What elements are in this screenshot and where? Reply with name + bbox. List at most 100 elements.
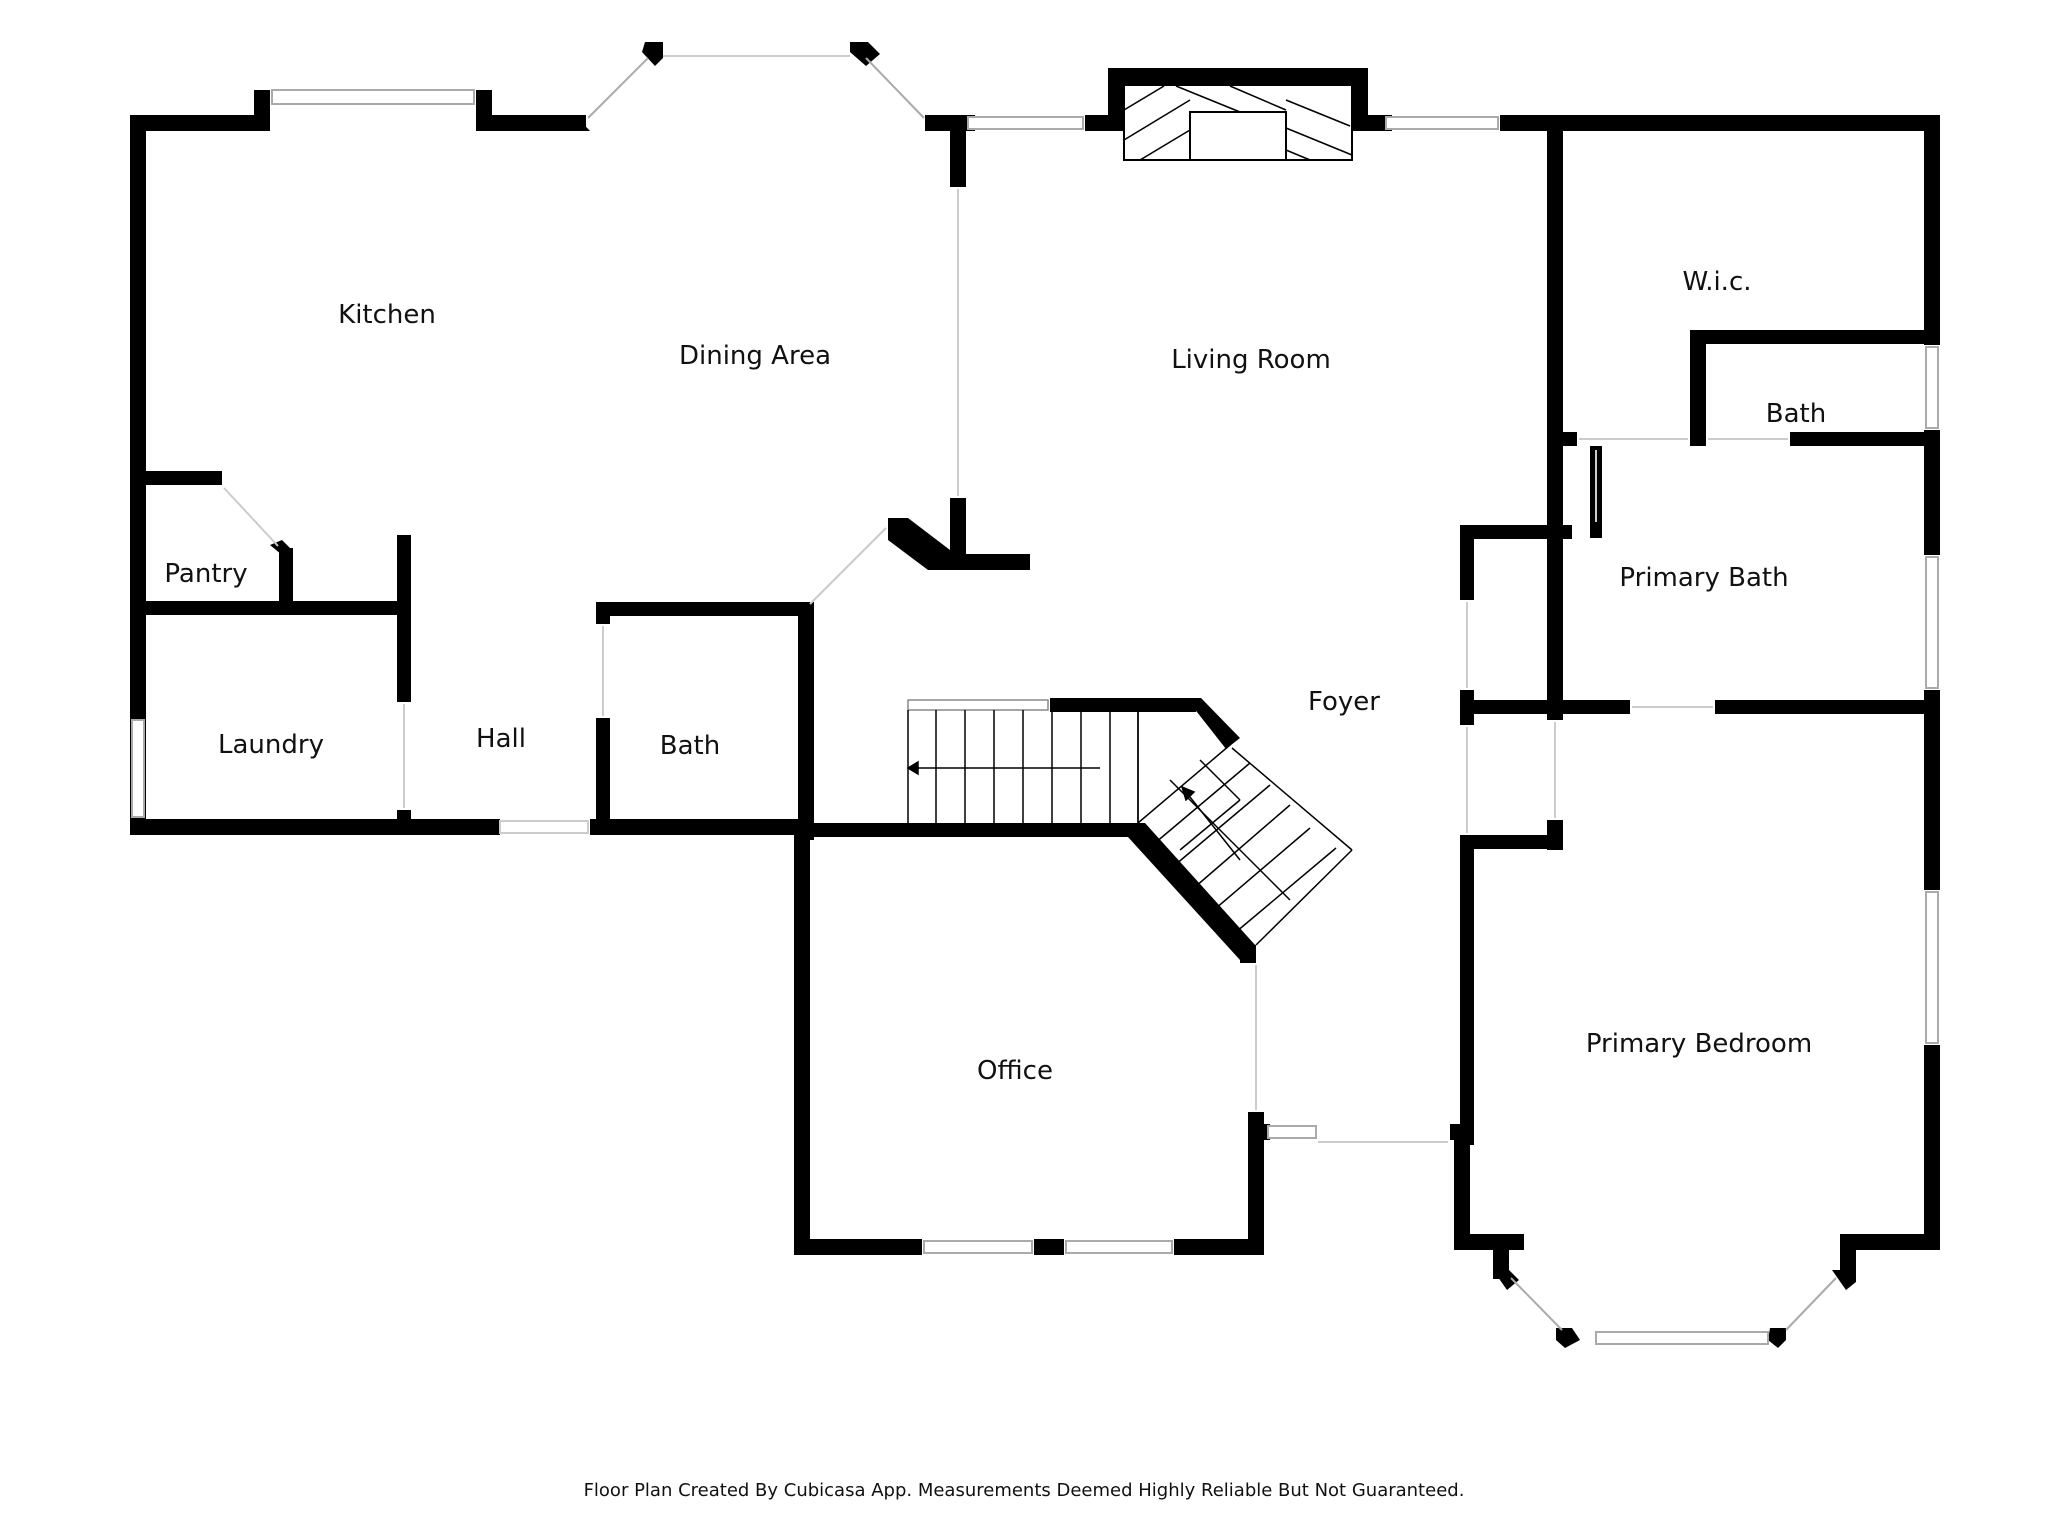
wall [397,810,411,832]
wall [1240,945,1256,963]
room-label-foyer: Foyer [1308,687,1380,717]
wall [279,548,293,608]
window [967,116,1084,130]
wall [1108,68,1124,131]
window [1385,116,1499,130]
room-label-office: Office [977,1056,1053,1086]
fireplace-firebox [1189,111,1287,161]
wall [1493,1234,1509,1279]
wall [1460,525,1474,600]
wall [575,115,590,131]
window [1267,1125,1317,1139]
window [923,1240,1033,1254]
room-label-dining-area: Dining Area [679,341,831,371]
wall [590,819,804,835]
window [1065,1240,1173,1254]
window [1510,1277,1563,1331]
room-label-primary-bath: Primary Bath [1619,563,1788,593]
wall [1715,700,1940,714]
opening [499,820,589,834]
wall [1768,1328,1786,1348]
stair-arrow-head [1180,785,1196,802]
wall [1460,835,1474,1145]
staircase [906,699,1353,946]
wall [130,115,270,131]
stair-arrow-line [1185,791,1241,861]
wall [1690,330,1706,446]
room-label-primary-bedroom: Primary Bedroom [1586,1029,1812,1059]
wall [1840,1234,1940,1250]
wall [1454,1130,1470,1250]
window [271,89,475,105]
room-label-bath-upper: Bath [1766,399,1826,429]
wall [130,601,402,615]
wall [1174,1239,1264,1255]
window [1595,1331,1769,1345]
wall [1924,115,1940,345]
window [865,57,925,119]
wall [1924,690,1940,890]
window [131,719,145,818]
wall [1248,1124,1270,1140]
fireplace-hatch [1123,85,1353,161]
wall [596,718,610,830]
room-label-kitchen: Kitchen [338,300,436,330]
wall [130,819,500,835]
room-label-bath-hall: Bath [660,731,720,761]
wall [397,535,411,702]
wall [1085,115,1115,131]
wall [850,42,880,66]
wall [1690,330,1940,344]
wall [1128,823,1256,960]
wall [1832,1270,1856,1290]
window [587,57,649,119]
window [1925,346,1939,429]
room-label-laundry: Laundry [218,730,324,760]
wall [1034,1239,1064,1255]
room-labels: Kitchen Dining Area Living Room W.i.c. B… [164,267,1826,1086]
room-label-living-room: Living Room [1171,345,1331,375]
wall [1547,125,1563,720]
wall [1547,432,1577,446]
wall [476,115,586,131]
wall [798,823,1138,837]
wall [1924,430,1940,555]
room-label-wic: W.i.c. [1682,267,1751,297]
wall [950,125,966,187]
wall [1248,1112,1264,1255]
opening [223,487,279,547]
wall [130,471,222,485]
fireplace [1123,84,1353,161]
room-label-hall: Hall [476,724,526,754]
wall [1050,698,1196,712]
wall [1493,1270,1519,1290]
wall [950,498,966,570]
window [1925,556,1939,689]
wall [1556,1328,1580,1348]
wall [794,835,810,1255]
wall [596,602,814,616]
window [1925,891,1939,1044]
wall [1450,1124,1474,1140]
stair-landing-rail [907,699,1049,711]
windows-and-openings [131,55,1939,1345]
wall [596,602,610,624]
wall [798,602,814,840]
wall [1500,115,1940,131]
wall [1352,115,1392,131]
opening [809,527,887,605]
walls [130,42,1940,1348]
stair-arrow-head [906,760,919,776]
wall [888,518,950,570]
wall [1108,68,1368,84]
wall [254,90,270,131]
wall [1460,835,1563,849]
wall [1790,432,1940,446]
wall [1840,1234,1856,1279]
window [1785,1277,1837,1331]
wall [1924,1045,1940,1250]
room-label-pantry: Pantry [164,559,247,589]
wall [950,554,1030,570]
wall [642,42,663,66]
